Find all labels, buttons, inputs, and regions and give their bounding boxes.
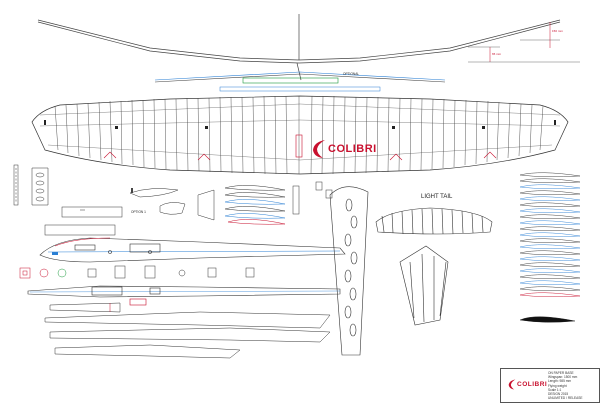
- wing-logo-text: COLIBRI: [328, 143, 377, 155]
- wing-plan-view: [31, 95, 569, 175]
- title-block-brand: COLIBRI: [517, 381, 548, 388]
- rib-stack-right: [519, 172, 581, 298]
- hummingbird-logo-icon: [508, 379, 516, 390]
- fuselage-sides-parts: [44, 302, 331, 359]
- left-strips: [13, 164, 49, 206]
- fuselage-side: [39, 237, 346, 263]
- title-block-note: DESIGN 2015: [548, 392, 569, 397]
- title-block-note: Scale 1:1: [548, 387, 562, 392]
- wing-black-marks: [44, 120, 556, 129]
- label-option: OPTION 1: [131, 210, 146, 214]
- airfoil-section: [519, 316, 576, 323]
- option-parts: [44, 188, 215, 236]
- label-optional: OPTIONAL: [343, 72, 359, 76]
- label-light-tail: LIGHT TAIL: [421, 194, 453, 200]
- wing-logo: COLIBRI: [310, 138, 377, 160]
- optional-part: [219, 77, 381, 92]
- dim-label-2: 150 mm: [552, 29, 563, 33]
- wing-front-view: [37, 14, 580, 81]
- title-block-notes: ON PAPER BASE Wingspan: 1500 mm Length: …: [548, 371, 596, 400]
- fin-part: [329, 186, 369, 356]
- spar-strip: [154, 71, 446, 83]
- title-block-note: UNLIMITED / RELEASE: [548, 396, 583, 401]
- wing-ribs: [54, 95, 544, 175]
- hummingbird-logo-icon: [313, 140, 325, 158]
- title-block-note: ON PAPER BASE: [548, 371, 574, 375]
- light-tail-fin: [399, 245, 449, 326]
- title-block-note: Flying weight: [548, 383, 567, 388]
- dim-label-1: 65 mm: [492, 52, 502, 56]
- title-block: COLIBRI: [500, 368, 600, 403]
- title-block-note: Length: 985 mm: [548, 379, 572, 384]
- airfoil-stack-center: [224, 181, 333, 225]
- title-block-note: Wingspan: 1500 mm: [548, 375, 578, 380]
- fuselage-formers: [19, 265, 255, 279]
- title-block-logo: COLIBRI: [507, 378, 547, 391]
- light-tail-stab: [375, 207, 493, 235]
- fuselage-top: [27, 285, 341, 306]
- wing-red-details: [103, 134, 497, 161]
